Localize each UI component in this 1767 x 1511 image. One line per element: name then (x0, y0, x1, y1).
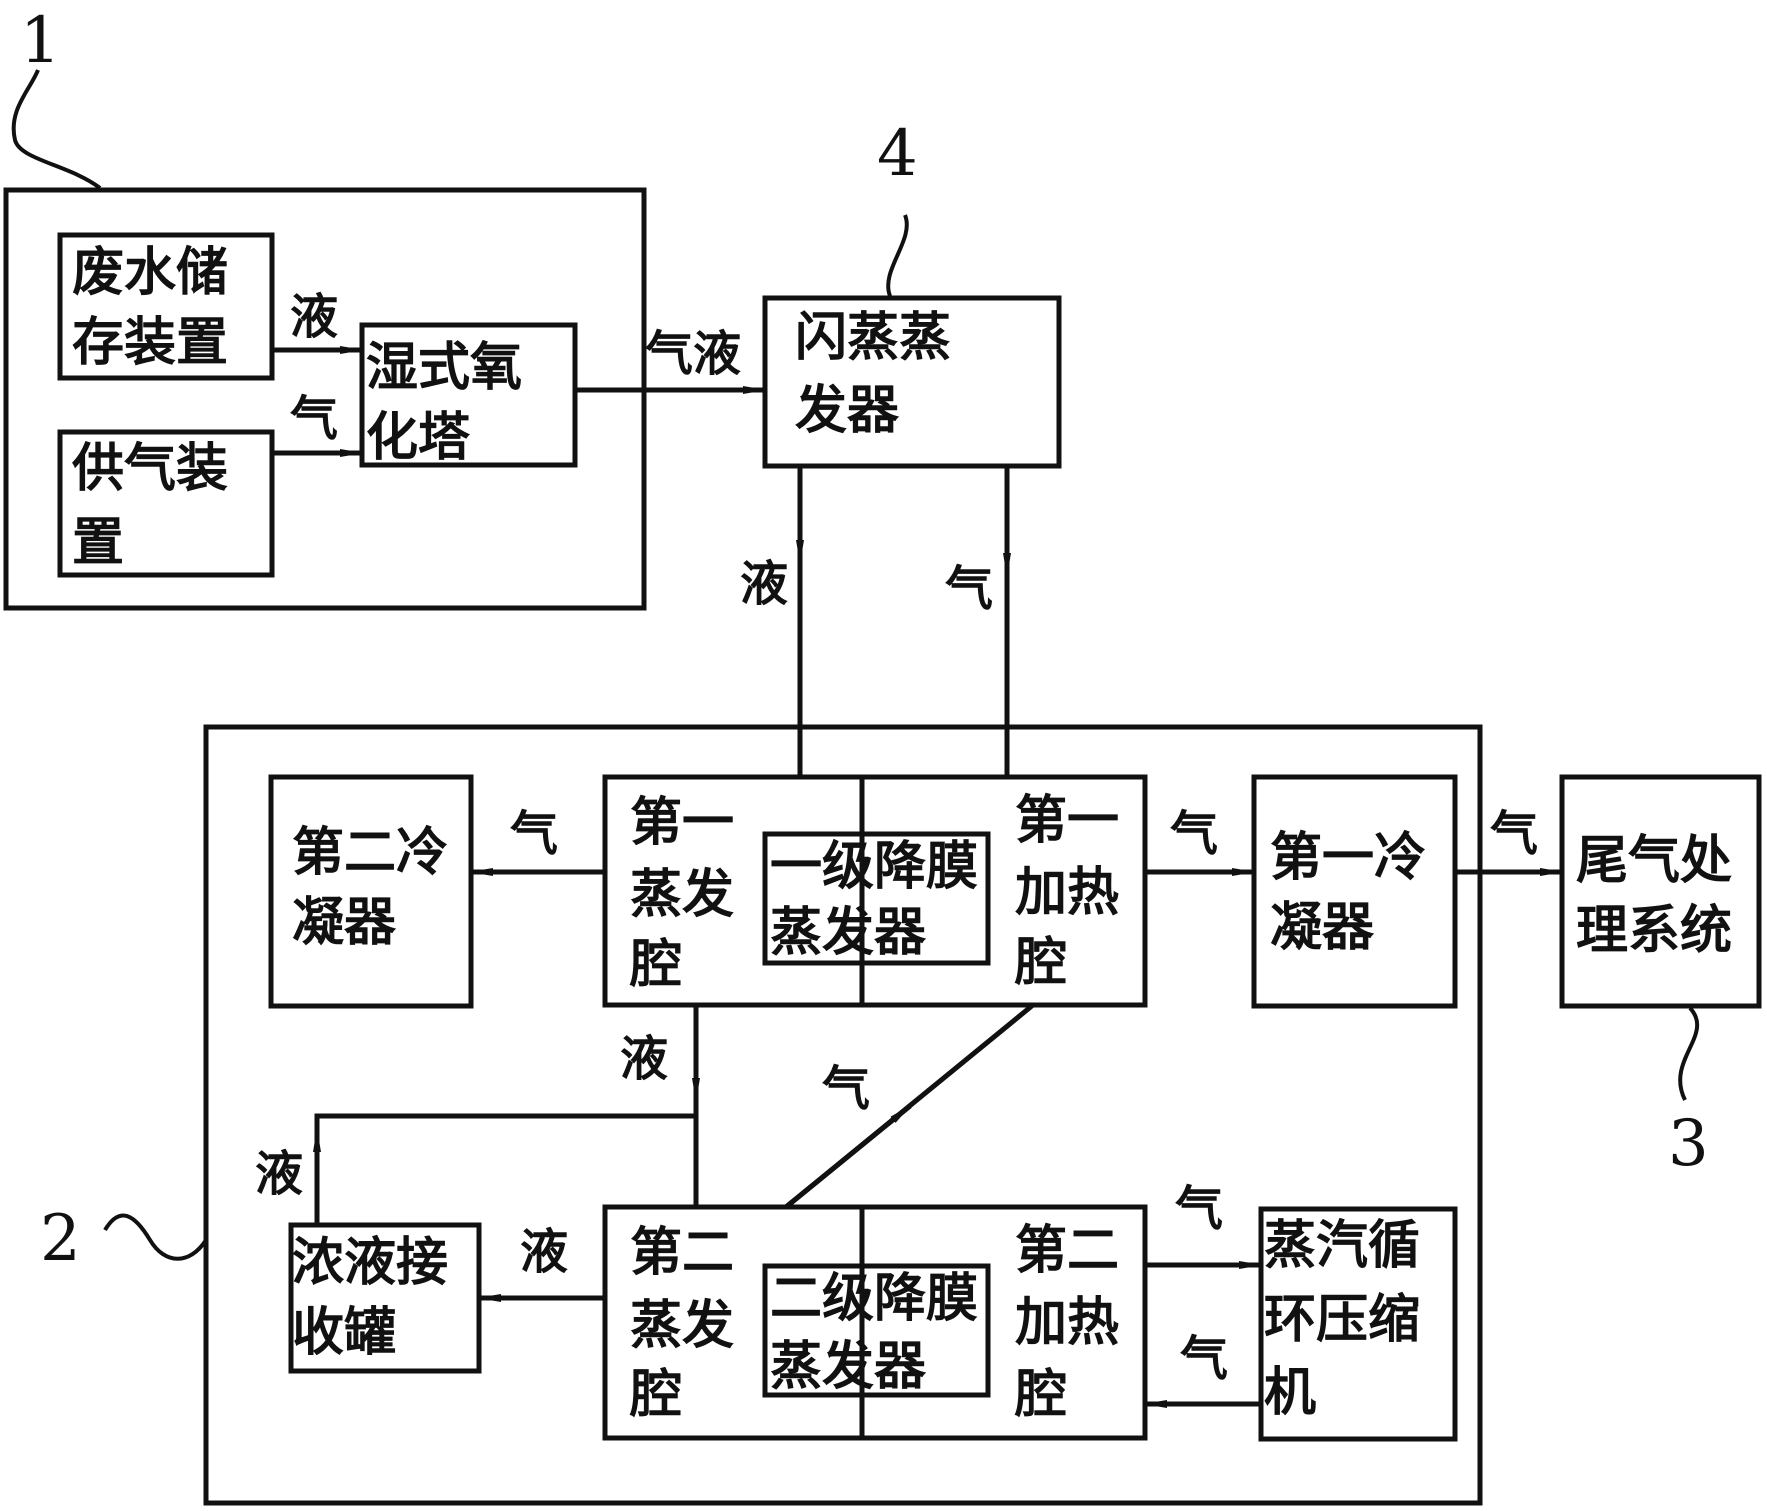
callout-3: 3 (1668, 1107, 1709, 1181)
flow-label-receiver-liquid: 液 (255, 1146, 303, 1202)
flow-label-to-receiver: 液 (520, 1224, 568, 1280)
first-condenser-box (1251, 774, 1458, 1009)
callout-2: 2 (40, 1202, 81, 1276)
callout-3-leader (1678, 1006, 1699, 1101)
first-condenser-label: 第一冷 凝器 (1270, 827, 1444, 958)
wastewater-storage-box (57, 232, 275, 381)
flow-label-evap1-liquid: 液 (620, 1031, 668, 1087)
flow-label-flash-liquid: 液 (740, 556, 788, 612)
wet-oxidation-tower-box (359, 322, 578, 468)
wet-oxidation-tower-label: 湿式氧 化塔 (366, 337, 540, 468)
flow-label-supply-to-tower: 气 (290, 391, 338, 447)
wastewater-storage-label: 废水储 存装置 (72, 242, 246, 373)
second-condenser-box (268, 774, 474, 1009)
mvr-compressor-label: 蒸汽循 环压缩 机 (1264, 1215, 1438, 1423)
flash-evaporator-label: 闪蒸蒸 发器 (795, 307, 969, 441)
callout-1-leader (11, 69, 102, 190)
callout-4-leader (886, 214, 909, 297)
flash-evaporator-box (762, 295, 1062, 469)
first-falling-film-label: 一级降膜 蒸发器 (770, 836, 996, 963)
flow-evap2-gas-arrow (784, 1104, 912, 1209)
flow-label-tower-to-flash: 气液 (645, 326, 741, 382)
first-heating-chamber-label: 第一 加热 腔 (1014, 790, 1137, 993)
section-2-frame (203, 724, 1483, 1506)
flow-label-to-first-condenser: 气 (1170, 806, 1218, 862)
callout-1: 1 (20, 4, 61, 78)
callout-2-leader (103, 1213, 208, 1261)
second-heating-chamber-label: 第二 加热 腔 (1014, 1220, 1137, 1425)
tail-gas-system-label: 尾气处 理系统 (1576, 830, 1750, 961)
second-condenser-label: 第二冷 凝器 (292, 822, 466, 953)
first-falling-film-box (762, 831, 991, 966)
flow-label-to-compressor: 气 (1175, 1181, 1223, 1237)
gas-supply-label: 供气装 置 (72, 438, 246, 573)
flow-label-storage-to-tower: 液 (290, 289, 338, 345)
second-evap-chamber-label: 第二 蒸发 腔 (629, 1222, 752, 1425)
flow-label-to-second-condenser: 气 (510, 806, 558, 862)
section-1-frame (3, 187, 647, 611)
flow-label-from-compressor: 气 (1180, 1331, 1228, 1387)
first-evaporator-box (602, 774, 1148, 1008)
second-evaporator-box (602, 1204, 1148, 1441)
tail-gas-system-box (1559, 774, 1762, 1009)
second-falling-film-label: 二级降膜 蒸发器 (770, 1268, 996, 1397)
callout-4: 4 (877, 117, 918, 191)
flow-label-to-tail-gas: 气 (1490, 806, 1538, 862)
second-falling-film-box (762, 1263, 991, 1398)
mvr-compressor-box (1258, 1206, 1458, 1442)
flow-label-evap2-gas: 气 (822, 1061, 870, 1117)
first-evap-chamber-label: 第一 蒸发 腔 (629, 792, 752, 995)
conc-receiver-label: 浓液接 收罐 (292, 1232, 466, 1363)
flow-label-flash-gas: 气 (945, 561, 993, 617)
gas-supply-box (57, 429, 275, 578)
